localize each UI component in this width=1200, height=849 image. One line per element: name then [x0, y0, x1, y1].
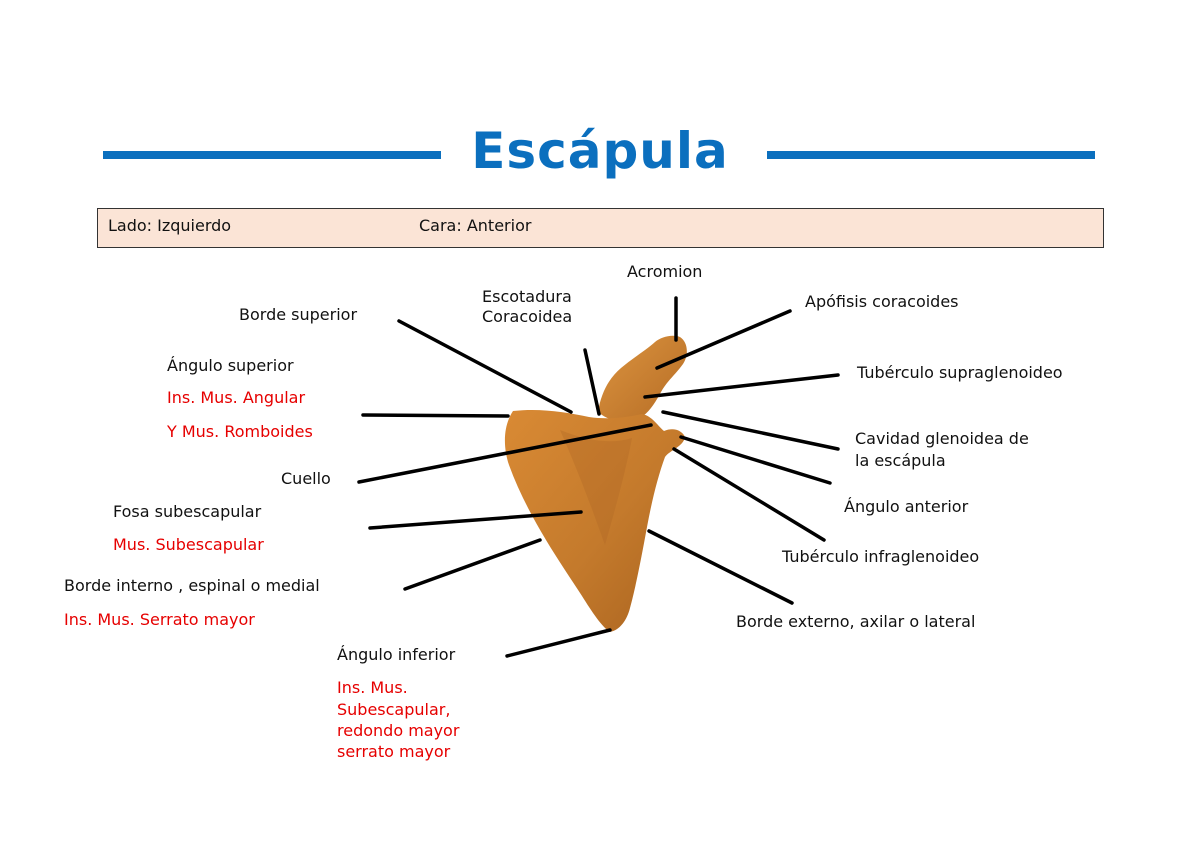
label-borde-interno: Borde interno , espinal o medial — [64, 576, 320, 595]
label-angulo-superior-ins2: Y Mus. Romboides — [167, 422, 313, 441]
label-angulo-superior-ins1: Ins. Mus. Angular — [167, 388, 306, 407]
label-angulo-inferior-ins2: Subescapular, — [337, 700, 451, 719]
leader-borde-superior — [397, 319, 573, 414]
label-angulo-anterior: Ángulo anterior — [844, 497, 969, 516]
label-escotadura-line1: Escotadura — [482, 287, 572, 306]
leader-angulo-anterior — [679, 435, 832, 485]
label-cavidad-glenoidea-line2: la escápula — [855, 451, 946, 470]
label-borde-superior: Borde superior — [239, 305, 358, 324]
leader-escotadura — [583, 348, 601, 416]
label-angulo-inferior-ins4: serrato mayor — [337, 742, 451, 761]
scapula-body — [504, 409, 685, 632]
label-angulo-superior: Ángulo superior — [167, 356, 294, 375]
label-fosa-subescapular: Fosa subescapular — [113, 502, 262, 521]
label-tuberculo-supraglenoideo: Tubérculo supraglenoideo — [857, 363, 1063, 382]
label-angulo-inferior-ins1: Ins. Mus. — [337, 678, 408, 697]
label-borde-externo: Borde externo, axilar o lateral — [736, 612, 976, 631]
leader-borde-interno — [403, 538, 542, 591]
leader-apofisis — [655, 309, 792, 370]
leader-cavidad — [661, 410, 840, 451]
label-apofisis-coracoides: Apófisis coracoides — [805, 292, 959, 311]
leader-fosa — [368, 510, 583, 530]
label-acromion: Acromion — [627, 262, 703, 281]
label-fosa-musculo: Mus. Subescapular — [113, 535, 264, 554]
info-bar: Lado: Izquierdo Cara: Anterior — [97, 208, 1104, 248]
title-rule-left — [103, 151, 441, 159]
leader-tuberculo-infra — [672, 447, 826, 542]
label-tuberculo-infraglenoideo: Tubérculo infraglenoideo — [782, 547, 980, 566]
label-cavidad-glenoidea-line1: Cavidad glenoidea de — [855, 429, 1029, 448]
side-label: Lado: Izquierdo — [108, 216, 232, 235]
label-cuello: Cuello — [281, 469, 331, 488]
label-escotadura-line2: Coracoidea — [482, 307, 573, 326]
title-rule-right — [767, 151, 1095, 159]
face-label: Cara: Anterior — [419, 216, 532, 235]
page-title: Escápula — [471, 122, 729, 180]
label-angulo-inferior: Ángulo inferior — [337, 645, 456, 664]
leader-borde-externo — [647, 529, 794, 605]
leader-tuberculo-supra — [643, 373, 840, 399]
leader-angulo-inferior — [505, 628, 612, 658]
label-borde-interno-ins: Ins. Mus. Serrato mayor — [64, 610, 255, 629]
leader-angulo-superior — [361, 413, 510, 418]
acromion-process — [598, 335, 687, 422]
scapula-shading — [560, 430, 632, 545]
label-angulo-inferior-ins3: redondo mayor — [337, 721, 460, 740]
leader-cuello — [357, 423, 653, 484]
